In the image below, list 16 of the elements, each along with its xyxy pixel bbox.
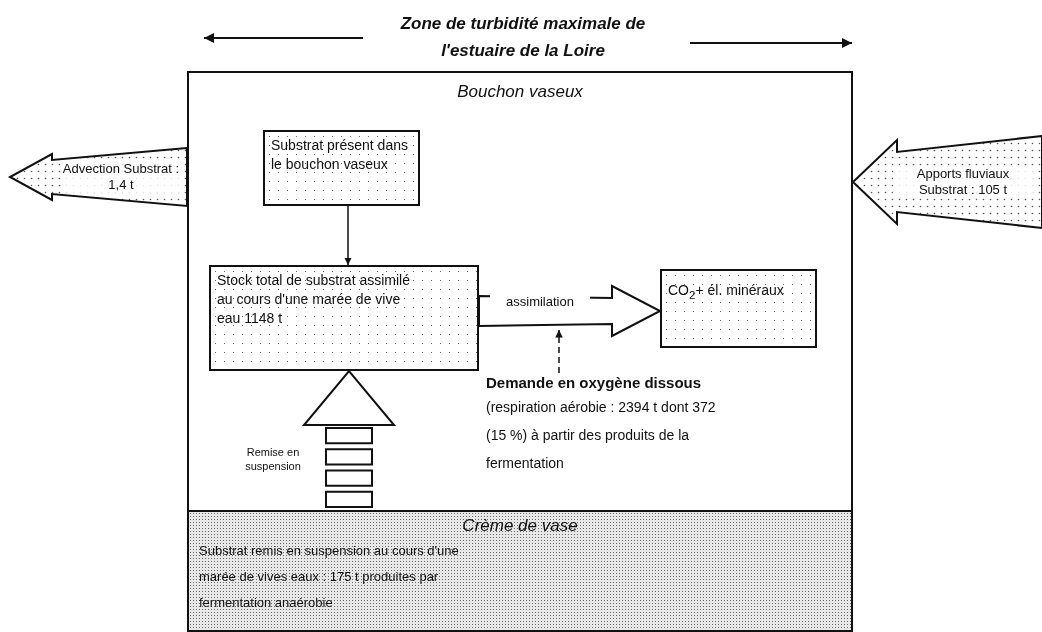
band-heading: Crème de vase [461, 515, 579, 537]
box-text: Substrat présent dans le bouchon vaseux [270, 136, 409, 174]
note-heading: Demande en oxygène dissous [486, 373, 703, 393]
diagram-title: Zone de turbidité maximale de l'estuaire de la Loire [399, 13, 647, 62]
box-text: CO$_{2}$+ él. minéraux [667, 281, 785, 303]
edge-label: Remise en suspension [244, 445, 302, 473]
zone-heading: Bouchon vaseux [456, 83, 584, 101]
note-text: (respiration aérobie : 2394 t dont 372 (15 %) à partir des produits de la fermentation [486, 398, 717, 473]
process-box [209, 265, 479, 371]
band-text: Substrat remis en suspension au cours d'une marée de vives eaux : 175 t produites par fermentation anaérobie [199, 542, 460, 612]
sediment-band [187, 510, 853, 632]
process-box [263, 130, 420, 206]
box-text: Stock total de substrat assimilé au cours d'une marée de vive eau 1148 t [216, 271, 411, 328]
edge-label: Advection Substrat : 1,4 t [62, 161, 180, 193]
process-box [660, 269, 817, 348]
zone-box [187, 71, 853, 512]
